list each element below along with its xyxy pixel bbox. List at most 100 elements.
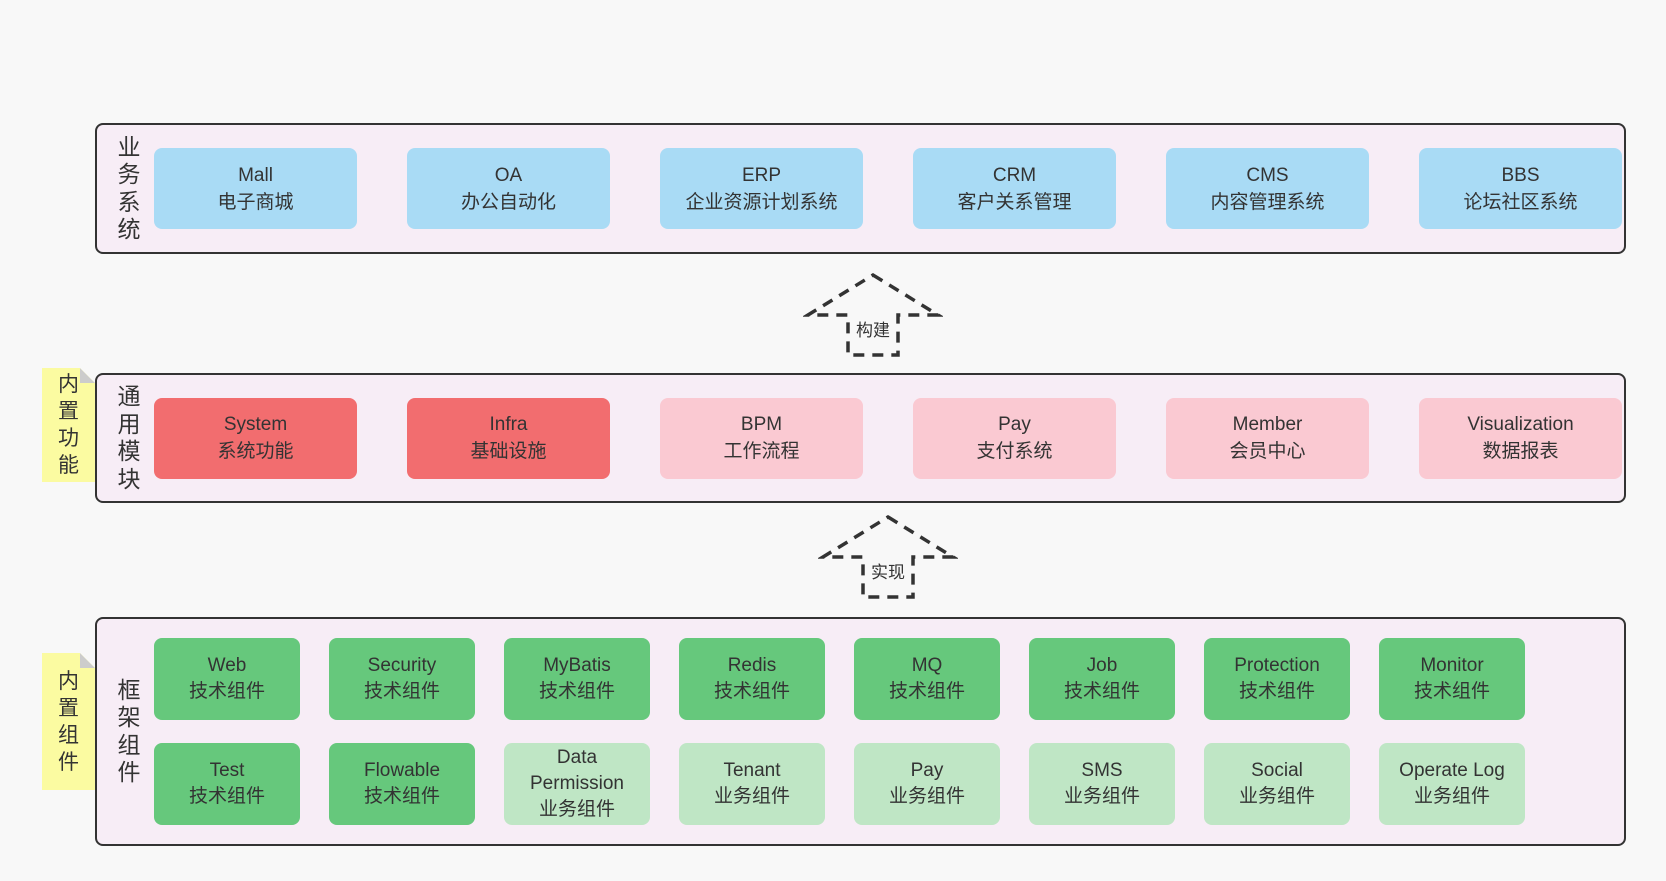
implement-arrow-label: 实现 [871,563,905,582]
sticky-note-label: 内置组件 [58,669,79,774]
module-subtitle: 支付系统 [976,441,1053,462]
module-title: Member [1232,414,1303,435]
module-box-sms: SMS 业务组件 [1029,743,1175,825]
module-subtitle: 技术组件 [1238,681,1315,702]
module-box-bpm: BPM 工作流程 [660,397,863,479]
build-arrow-label: 构建 [856,321,890,340]
module-subtitle: 系统功能 [217,441,294,462]
module-box-mq: MQ 技术组件 [854,638,1000,720]
module-subtitle: 技术组件 [888,681,965,702]
build-arrow: 构建 [803,272,943,358]
module-subtitle: 电子商城 [217,191,294,213]
layer-business-systems: 业务系统 Mall 电子商城 OA 办公自动化 ERP 企业资源计划系统 CRM 客户关系管理… [95,123,1626,254]
module-box-bbs: BBS 论坛社区系统 [1419,148,1622,229]
module-title: CMS [1246,164,1289,186]
module-title: Protection [1234,655,1320,676]
layer-boxes: Mall 电子商城 OA 办公自动化 ERP 企业资源计划系统 CRM 客户关系管理 CMS 内容… [154,148,1624,229]
sticky-note-built-in-features: 内置功能 [42,368,95,482]
module-subtitle: 技术组件 [363,786,440,807]
module-subtitle: 工作流程 [723,441,800,462]
module-title: Mall [238,164,273,186]
module-box-redis: Redis 技术组件 [679,638,825,720]
module-subtitle: 业务组件 [888,786,965,807]
module-box-erp: ERP 企业资源计划系统 [660,148,863,229]
module-title: Test [209,760,245,781]
module-subtitle: 技术组件 [1413,681,1490,702]
module-title: Pay [910,760,944,781]
module-title: Redis [727,655,777,676]
module-box-flowable: Flowable 技术组件 [329,743,475,825]
module-subtitle: 会员中心 [1229,441,1306,462]
module-subtitle: 业务组件 [1238,786,1315,807]
module-title: Web [207,655,247,676]
module-title: BPM [740,414,783,435]
module-title: ERP [741,164,782,186]
module-subtitle: 客户关系管理 [957,191,1072,213]
up-arrow-icon [803,272,943,357]
module-subtitle: 技术组件 [363,681,440,702]
module-subtitle: 业务组件 [1063,786,1140,807]
module-title: Operate Log [1399,760,1505,781]
module-box-mall: Mall 电子商城 [154,148,357,229]
note-fold-corner-icon [80,653,95,668]
module-box-operate-log: Operate Log 业务组件 [1379,743,1525,825]
module-box-pay: Pay 业务组件 [854,743,1000,825]
layer-label-framework-components: 框架组件 [117,676,141,786]
module-title: Visualization [1467,414,1574,435]
module-box-cms: CMS 内容管理系统 [1166,148,1369,229]
module-subtitle: 数据报表 [1482,441,1559,462]
module-title: Job [1086,655,1118,676]
module-title: Pay [998,414,1031,435]
module-box-social: Social 业务组件 [1204,743,1350,825]
module-subtitle: 技术组件 [188,786,265,807]
module-box-infra: Infra 基础设施 [407,397,610,479]
module-title: BBS [1501,164,1540,186]
module-subtitle: 办公自动化 [460,191,556,213]
module-box-crm: CRM 客户关系管理 [913,148,1116,229]
module-box-visualization: Visualization 数据报表 [1419,397,1622,479]
module-title: Infra [489,414,528,435]
module-box-oa: OA 办公自动化 [407,148,610,229]
module-title: SMS [1081,760,1123,781]
module-box-pay: Pay 支付系统 [913,397,1116,479]
layer-label-business-systems: 业务系统 [117,133,141,243]
module-subtitle: 业务组件 [538,799,615,820]
module-subtitle: 企业资源计划系统 [685,191,838,213]
implement-arrow: 实现 [818,514,958,600]
module-title: MQ [911,655,943,676]
module-title: Tenant [723,760,781,781]
module-title: Security [367,655,437,676]
module-subtitle: 技术组件 [188,681,265,702]
module-title: Data Permission [530,747,624,794]
module-subtitle: 业务组件 [1413,786,1490,807]
module-row: Mall 电子商城 OA 办公自动化 ERP 企业资源计划系统 CRM 客户关系管理 CMS 内容… [154,148,1624,229]
module-title: Flowable [363,760,441,781]
module-box-data-permission: Data Permission 业务组件 [504,743,650,825]
module-title: OA [494,164,523,186]
sticky-note-label: 内置功能 [58,373,79,477]
module-box-security: Security 技术组件 [329,638,475,720]
module-subtitle: 技术组件 [538,681,615,702]
module-subtitle: 技术组件 [713,681,790,702]
module-box-member: Member 会员中心 [1166,397,1369,479]
module-title: Social [1251,760,1303,781]
module-box-test: Test 技术组件 [154,743,300,825]
module-box-web: Web 技术组件 [154,638,300,720]
module-subtitle: 业务组件 [713,786,790,807]
up-arrow-icon [818,514,958,599]
module-subtitle: 内容管理系统 [1210,191,1325,213]
module-box-tenant: Tenant 业务组件 [679,743,825,825]
module-subtitle: 基础设施 [470,441,547,462]
module-subtitle: 论坛社区系统 [1463,191,1578,213]
module-subtitle: 技术组件 [1063,681,1140,702]
module-title: CRM [992,164,1037,186]
